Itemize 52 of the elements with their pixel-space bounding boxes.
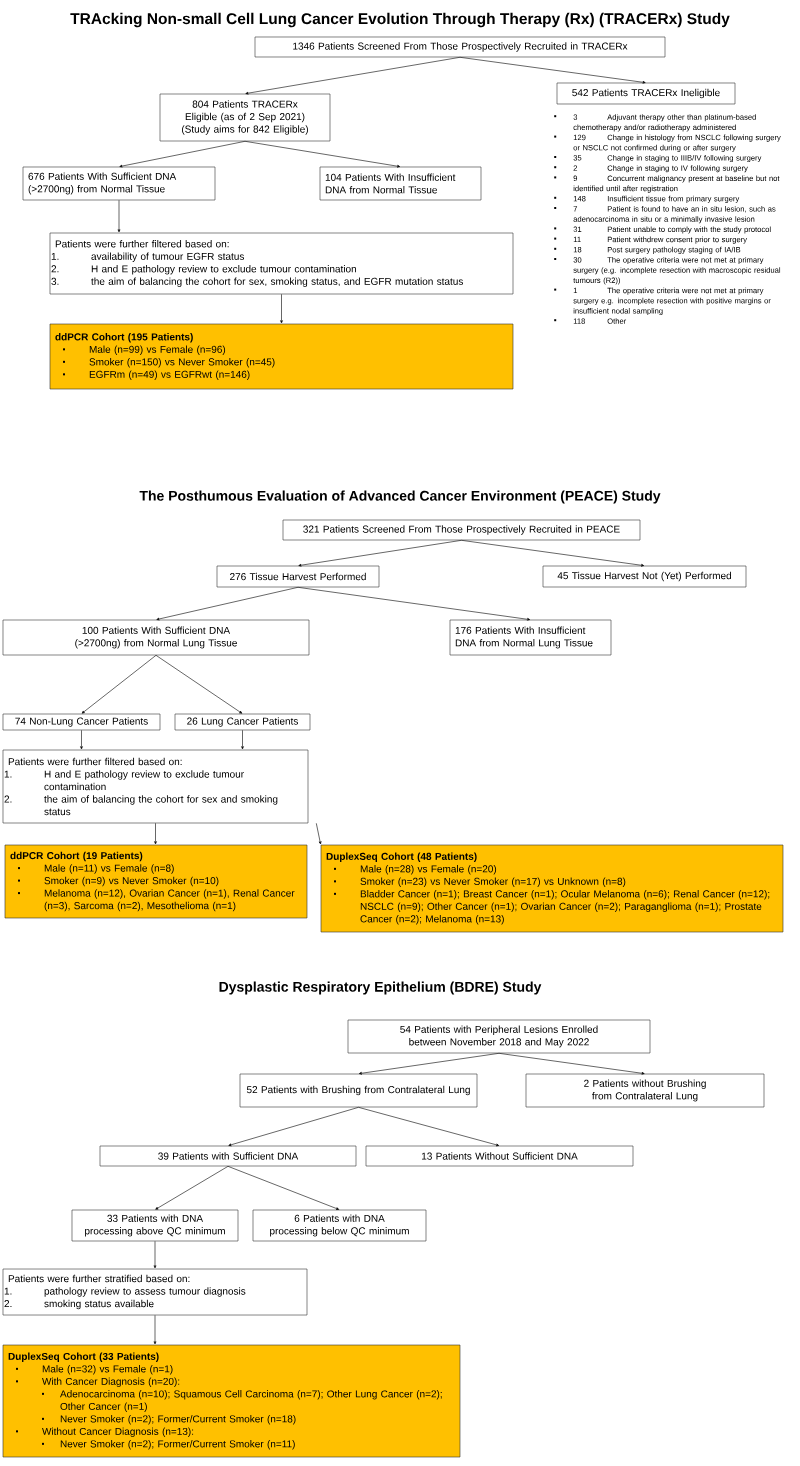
flow-box: 26 Lung Cancer Patients <box>174 713 311 731</box>
flow-box: 100 Patients With Sufficient DNA (>2700ng) from Normal Lung Tissue <box>2 619 310 656</box>
criteria-box: Patients were further filtered based on: 1. availability of tumour EGFR status 2. H and E pathology review to exclude tumour contamination 3. the aim of balancing the cohort for sex, smoking status, and EGFR mutation status <box>49 232 514 295</box>
flow-box: 54 Patients with Peripheral Lesions Enrolled between November 2018 and May 2022 <box>347 1019 651 1054</box>
flow-box: 176 Patients With Insufficient DNA from Normal Lung Tissue <box>449 619 612 656</box>
arrow <box>498 1053 645 1075</box>
arrow <box>155 655 243 714</box>
arrow <box>316 823 322 845</box>
criteria-box: Patients were further stratified based on: 1. pathology review to assess tumour diagnosis 2. smoking status available <box>2 1268 308 1316</box>
arrow <box>156 587 299 621</box>
flow-box: 804 Patients TRACERx Eligible (as of 2 Sep 2021) (Study aims for 842 Eligible) <box>159 93 331 142</box>
flow-box: 104 Patients With Insufficient DNA from Normal Tissue <box>319 166 482 201</box>
cohort-box: DuplexSeq Cohort (33 Patients) Male (n=32) vs Female (n=1) With Cancer Diagnosis (n=20): Adenocarcinoma (n=10); Squamous Cell Carcinoma (n=7); Other Lung Cancer (n=2); Other Cancer (n=1) Never Smoker (n=2); Former/Current Smoker (n=18) Without Cancer Diagnosis (n=13): Never Smoker (n=2); Former/Current Smoker (n=11) <box>2 1344 461 1458</box>
flow-box: 45 Tissue Harvest Not (Yet) Performed <box>542 565 747 588</box>
flow-box: 1346 Patients Screened From Those Prospectively Recruited in TRACERx <box>254 36 666 58</box>
arrow <box>459 57 646 84</box>
flow-box: 6 Patients with DNA processing below QC minimum <box>252 1209 427 1242</box>
cohort-box: DuplexSeq Cohort (48 Patients) Male (n=28) vs Female (n=20) Smoker (n=23) vs Never Smoker (n=17) vs Unknown (n=8) Bladder Cancer (n=1); Breast Cancer (n=1); Ocular Melanoma (n=6); Renal Cancer (n=12); NSCLC (n=9); Other Cancer (n=1); Ovarian Cancer (n=2); Paraganglioma (n=1); Prostate Cancer (n=2); Melanoma (n=13) <box>320 844 784 933</box>
section-title: Dysplastic Respiratory Epithelium (BDRE) Study <box>219 981 542 995</box>
arrow <box>297 587 531 621</box>
flow-box: 542 Patients TRACERx Ineligible <box>556 82 736 105</box>
arrow <box>81 655 157 714</box>
cohort-box: ddPCR Cohort (19 Patients) Male (n=11) vs Female (n=8) Smoker (n=9) vs Never Smoker (n=10) Melanoma (n=12), Ovarian Cancer (n=1), Renal Cancer (n=3), Sarcoma (n=2), Mesothelioma (n=1) <box>4 844 308 919</box>
arrow <box>358 1107 500 1147</box>
arrow <box>358 1053 500 1075</box>
flow-box: 276 Tissue Harvest Performed <box>216 565 380 588</box>
flow-box: 2 Patients without Brushing from Contralateral Lung <box>525 1073 765 1108</box>
arrow <box>155 1166 229 1210</box>
arrow <box>227 1166 340 1210</box>
arrow <box>153 1241 157 1269</box>
flow-box: 39 Patients with Sufficient DNA <box>99 1145 357 1167</box>
flow-box: 13 Patients Without Sufficient DNA <box>365 1145 634 1167</box>
arrow <box>245 57 461 95</box>
flow-box: 33 Patients with DNA processing above QC minimum <box>71 1209 239 1242</box>
arrow <box>241 730 244 750</box>
flow-box: 74 Non-Lung Cancer Patients <box>2 713 161 731</box>
arrow <box>153 1315 157 1345</box>
arrow <box>154 823 157 845</box>
arrow <box>117 200 121 233</box>
flow-box: 676 Patients With Sufficient DNA (>2700ng) from Normal Tissue <box>22 166 216 201</box>
cohort-box: ddPCR Cohort (195 Patients) Male (n=99) vs Female (n=96) Smoker (n=150) vs Never Smoker (n=45) EGFRm (n=49) vs EGFRwt (n=146) <box>49 323 514 390</box>
criteria-box: Patients were further filtered based on: 1. H and E pathology review to exclude tumour contamination 2. the aim of balancing the cohort for sex and smoking status <box>2 749 309 824</box>
arrow <box>461 540 645 567</box>
flow-box: 52 Patients with Brushing from Contralateral Lung <box>239 1073 478 1108</box>
section-title: The Posthumous Evaluation of Advanced Cancer Environment (PEACE) Study <box>139 490 661 504</box>
arrow <box>119 141 246 168</box>
arrow <box>298 540 462 567</box>
flow-box: 321 Patients Screened From Those Prospectively Recruited in PEACE <box>282 519 641 541</box>
arrow <box>80 730 83 750</box>
arrow <box>244 141 401 168</box>
arrow <box>228 1107 359 1147</box>
arrow <box>280 294 283 324</box>
